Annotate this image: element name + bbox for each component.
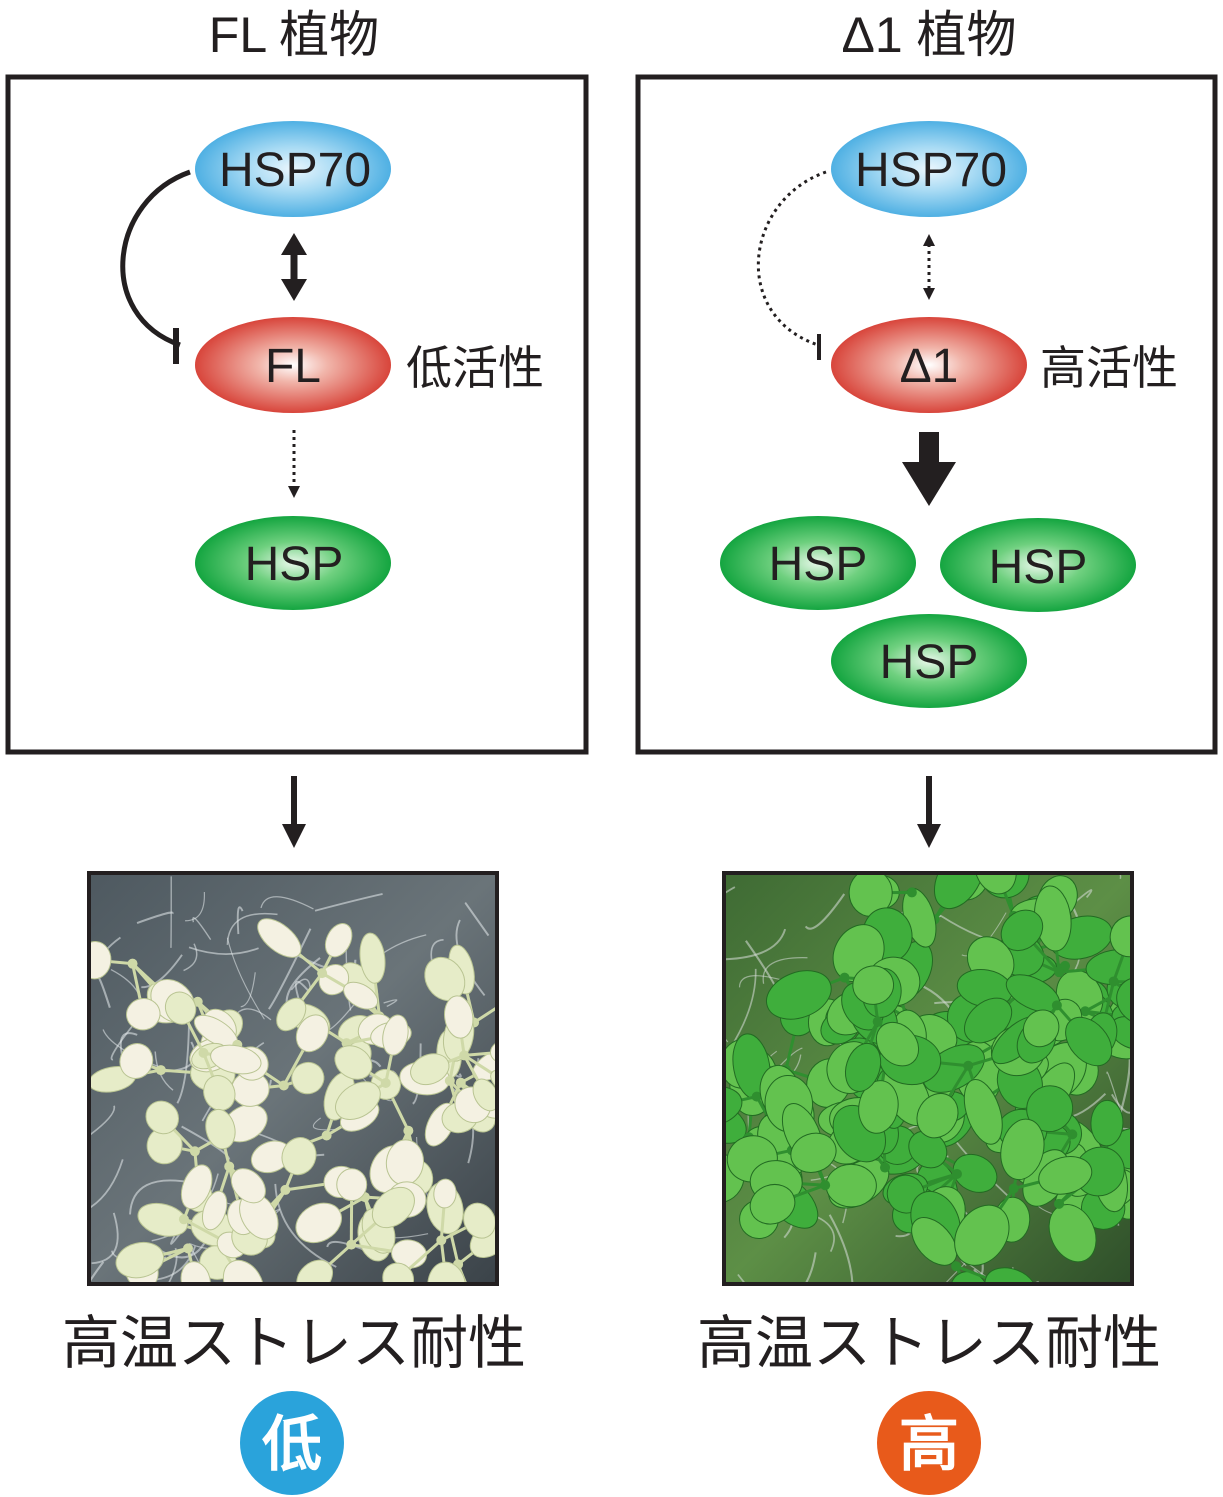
right-hsp-label-3: HSP: [880, 636, 979, 689]
left-hsp-label: HSP: [245, 538, 344, 591]
right-hsp-label-2: HSP: [989, 541, 1088, 594]
right-hsp70-node: [831, 121, 1027, 217]
right-delta1-label: Δ1: [900, 340, 959, 393]
left-fl-label: FL: [265, 340, 321, 393]
right-hsp-node-3: [831, 614, 1027, 708]
left-tolerance-label: 高温ストレス耐性: [62, 1311, 526, 1376]
left-hsp70-label: HSP70: [219, 144, 371, 197]
right-result-arrow: [917, 776, 941, 848]
right-hsp70-label: HSP70: [855, 144, 1007, 197]
left-seedling-photo: [87, 871, 499, 1286]
left-weak-induction-arrow: [288, 430, 300, 498]
right-hsp-node-2: [940, 518, 1136, 612]
left-badge-label: 低: [262, 1411, 322, 1478]
right-binding-double-arrow: [923, 234, 935, 300]
left-low-badge: 低: [240, 1391, 344, 1495]
left-result-arrow: [282, 776, 306, 848]
left-hsp70-node: [195, 121, 391, 217]
right-inhibition-arc: [756, 170, 827, 347]
right-activity-label: 高活性: [1040, 342, 1178, 394]
left-fl-node: [195, 317, 391, 413]
right-badge-label: 高: [899, 1411, 959, 1478]
right-strong-induction-arrow: [902, 432, 956, 506]
right-tolerance-label: 高温ストレス耐性: [697, 1311, 1161, 1376]
right-delta1-node: [831, 317, 1027, 413]
right-hsp-node-1: [720, 516, 916, 610]
right-high-badge: 高: [877, 1391, 981, 1495]
left-title: FL 植物: [209, 7, 379, 63]
left-activity-label: 低活性: [406, 342, 544, 394]
left-binding-double-arrow: [281, 233, 307, 301]
right-hsp-label-1: HSP: [769, 538, 868, 591]
right-title: Δ1 植物: [841, 7, 1016, 63]
right-seedling-photo: [722, 871, 1134, 1286]
left-inhibition-arc: [120, 169, 191, 348]
left-hsp-node: [195, 516, 391, 610]
right-diagram-box: [635, 74, 1218, 755]
left-diagram-box: [5, 74, 589, 755]
